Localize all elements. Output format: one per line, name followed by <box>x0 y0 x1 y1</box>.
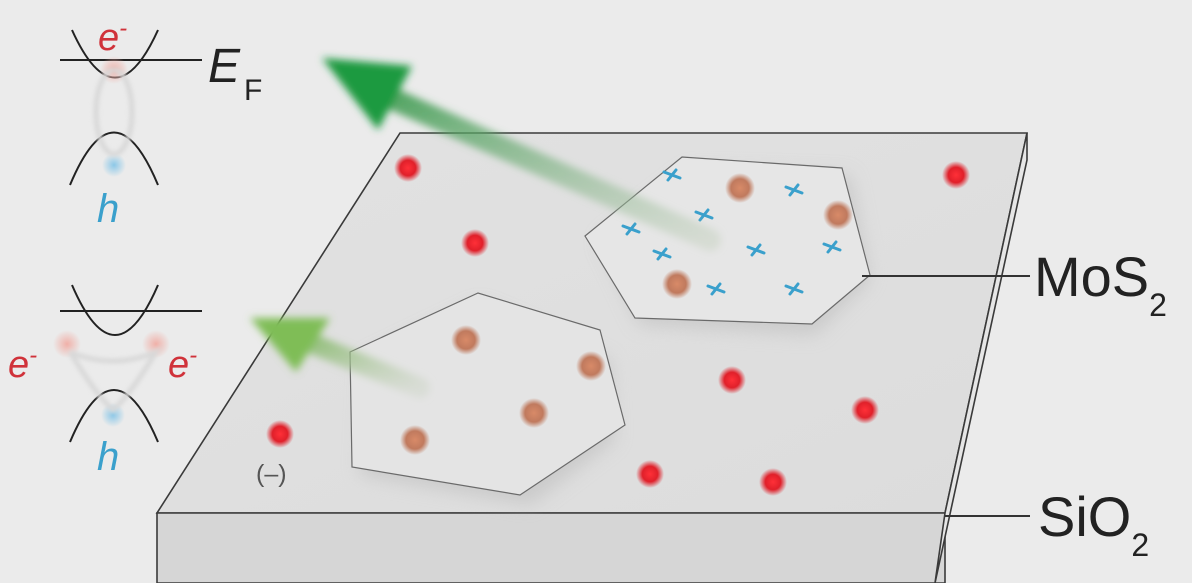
brown-dot-icon <box>519 398 549 428</box>
mos2-label: MoS2 <box>1034 245 1167 323</box>
valence-band-upper <box>69 131 159 186</box>
emission-arrow-upper <box>322 58 721 251</box>
exciton-binding-ring <box>93 67 135 157</box>
red-dot-icon <box>266 420 294 448</box>
conduction-band-lower <box>71 284 159 336</box>
sio2-label: SiO2 <box>1038 485 1149 563</box>
blue-cross-icon <box>694 208 714 222</box>
hole-glow-lower <box>101 403 125 427</box>
hole-glow <box>102 153 126 177</box>
brown-dot-icon <box>823 200 853 230</box>
hole-label-lower: h <box>97 435 119 479</box>
substrate-side-face <box>934 132 1028 583</box>
red-dot-icon <box>394 154 422 182</box>
electron-glow-right <box>142 330 170 358</box>
blue-cross-icon <box>621 222 641 236</box>
defect-crosses <box>621 168 842 296</box>
electron-label-left: e- <box>8 342 37 386</box>
emission-arrow-lower <box>250 318 430 398</box>
band-diagram-lower <box>53 284 202 443</box>
brown-dot-icon <box>662 269 692 299</box>
trion-binding-arc <box>67 346 163 414</box>
brown-dot-icon <box>400 425 430 455</box>
red-dot-icon <box>759 468 787 496</box>
blue-cross-icon <box>784 282 804 296</box>
upper-flake-particles <box>662 173 853 299</box>
brown-dot-icon <box>725 173 755 203</box>
valence-band-lower <box>69 389 159 443</box>
red-dot-icon <box>851 396 879 424</box>
brown-dot-icon <box>451 325 481 355</box>
electron-label-right: e- <box>168 342 197 386</box>
band-diagram-upper <box>60 29 202 186</box>
blue-cross-icon <box>662 168 682 182</box>
brown-dot-icon <box>576 351 606 381</box>
red-dot-icon <box>718 366 746 394</box>
blue-cross-icon <box>784 183 804 197</box>
blue-cross-icon <box>746 243 766 257</box>
blue-cross-icon <box>652 247 672 261</box>
red-dot-icon <box>636 460 664 488</box>
electron-label-top: e- <box>98 15 127 59</box>
red-dot-icon <box>942 161 970 189</box>
blue-cross-icon <box>706 282 726 296</box>
red-dot-icon <box>461 229 489 257</box>
hole-label-top: h <box>97 187 119 231</box>
blue-cross-icon <box>822 240 842 254</box>
substrate-front-face <box>156 512 946 583</box>
charge-impurities <box>266 154 970 496</box>
lower-flake-particles <box>400 325 606 455</box>
charge-label: (–) <box>256 460 287 488</box>
